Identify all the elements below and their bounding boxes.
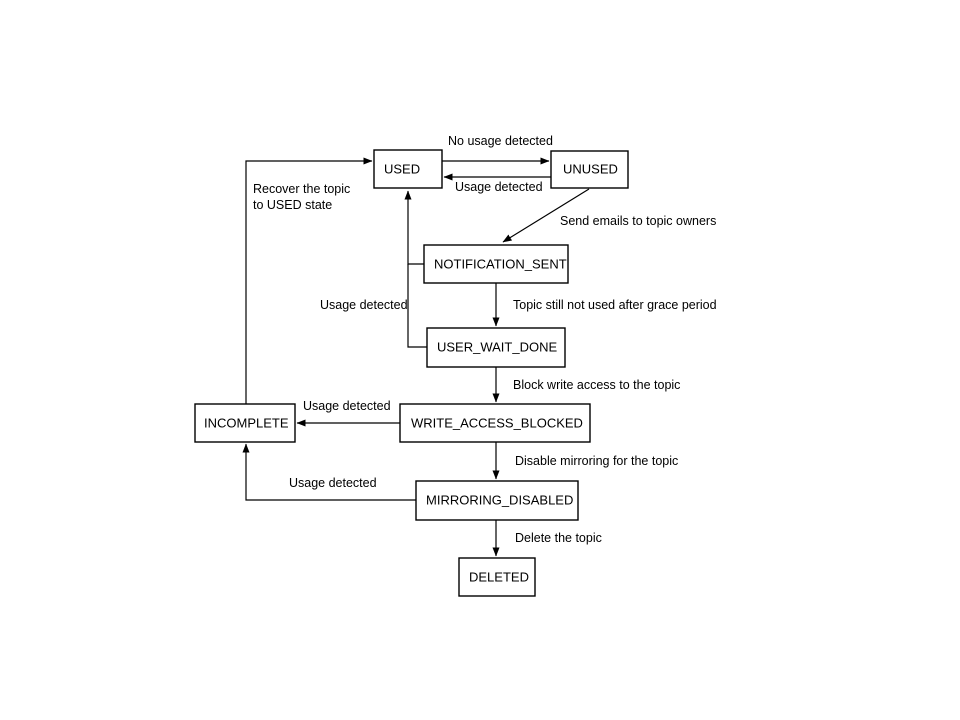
edge-label-notification-sent-to-used: Usage detected <box>320 298 408 312</box>
edge-label-write-access-blocked-to-incomplete: Usage detected <box>303 399 391 413</box>
edge-label-mirroring-disabled-to-incomplete: Usage detected <box>289 476 377 490</box>
edge-write-access-blocked-to-mirroring-disabled: Disable mirroring for the topic <box>492 442 678 480</box>
edge-mirroring-disabled-to-deleted: Delete the topic <box>492 520 602 557</box>
edge-label-user-wait-done-to-write-access-blocked: Block write access to the topic <box>513 378 680 392</box>
state-label-unused: UNUSED <box>563 161 618 176</box>
edge-incomplete-to-used: Recover the topic to USED state <box>245 157 373 404</box>
edge-notification-sent-to-used: Usage detected <box>320 190 427 348</box>
state-label-notification-sent: NOTIFICATION_SENT <box>434 256 567 271</box>
edge-write-access-blocked-to-incomplete: Usage detected <box>296 399 400 427</box>
edge-label-notification-sent-to-user-wait-done: Topic still not used after grace period <box>513 298 717 312</box>
state-label-user-wait-done: USER_WAIT_DONE <box>437 339 557 354</box>
edge-label-unused-to-used: Usage detected <box>455 180 543 194</box>
edge-label-mirroring-disabled-to-deleted: Delete the topic <box>515 531 602 545</box>
state-node-write-access-blocked[interactable]: WRITE_ACCESS_BLOCKED <box>399 403 591 443</box>
edge-mirroring-disabled-to-incomplete: Usage detected <box>242 443 416 501</box>
state-node-used[interactable]: USED <box>373 149 443 189</box>
edge-unused-to-notification-sent: Send emails to topic owners <box>502 188 716 243</box>
state-node-deleted[interactable]: DELETED <box>458 557 536 597</box>
state-label-mirroring-disabled: MIRRORING_DISABLED <box>426 492 573 507</box>
edge-label-incomplete-to-used-line1: Recover the topic <box>253 182 350 196</box>
edge-notification-sent-to-user-wait-done: Topic still not used after grace period <box>492 283 717 327</box>
edge-used-to-unused: No usage detected <box>442 134 553 165</box>
edge-label-incomplete-to-used-line2: to USED state <box>253 198 332 212</box>
state-label-write-access-blocked: WRITE_ACCESS_BLOCKED <box>411 415 583 430</box>
edge-label-unused-to-notification-sent: Send emails to topic owners <box>560 214 716 228</box>
edge-user-wait-done-to-write-access-blocked: Block write access to the topic <box>492 367 680 403</box>
edge-label-used-to-unused: No usage detected <box>448 134 553 148</box>
state-node-unused[interactable]: UNUSED <box>550 150 629 189</box>
state-node-notification-sent[interactable]: NOTIFICATION_SENT <box>423 244 569 284</box>
state-node-user-wait-done[interactable]: USER_WAIT_DONE <box>426 327 566 368</box>
state-node-mirroring-disabled[interactable]: MIRRORING_DISABLED <box>415 480 579 521</box>
edge-unused-to-used: Usage detected <box>443 173 551 194</box>
state-node-incomplete[interactable]: INCOMPLETE <box>194 403 296 443</box>
state-label-deleted: DELETED <box>469 569 529 584</box>
state-label-used: USED <box>384 161 420 176</box>
state-label-incomplete: INCOMPLETE <box>204 415 289 430</box>
edge-label-write-access-blocked-to-mirroring-disabled: Disable mirroring for the topic <box>515 454 678 468</box>
